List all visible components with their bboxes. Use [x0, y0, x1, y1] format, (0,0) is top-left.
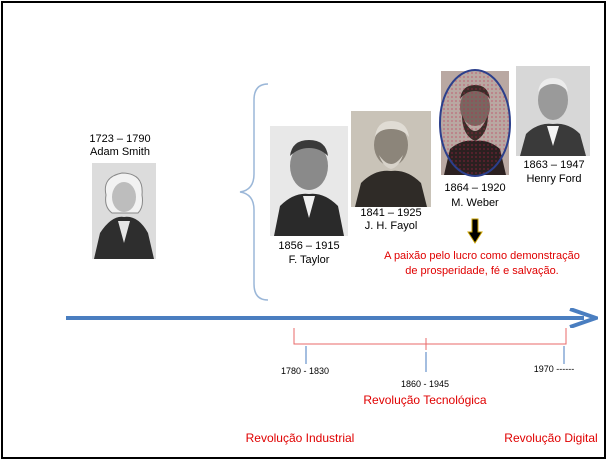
- fayol-years: 1841 – 1925: [360, 207, 422, 219]
- ford-years: 1863 – 1947: [523, 159, 585, 171]
- period-brace: [239, 83, 269, 301]
- revolucao-digital-label: Revolução Digital: [504, 431, 598, 445]
- adam-smith-years: 1723 – 1790: [89, 133, 151, 145]
- taylor-name: F. Taylor: [288, 254, 330, 266]
- weber-name: M. Weber: [451, 197, 499, 209]
- down-arrow-icon: [467, 218, 483, 244]
- ford-name: Henry Ford: [526, 173, 582, 185]
- portrait-henry-ford-icon: [516, 66, 590, 156]
- portrait-henri-fayol-icon: [351, 111, 431, 207]
- tick-label-1860: 1860 - 1945: [400, 379, 450, 389]
- fayol-name: J. H. Fayol: [364, 220, 418, 232]
- adam-smith-name: Adam Smith: [90, 146, 150, 158]
- revolucao-industrial-label: Revolução Industrial: [245, 431, 355, 445]
- weber-note-line-2: de prosperidade, fé e salvação.: [405, 265, 559, 277]
- portrait-max-weber-icon: [439, 69, 511, 177]
- period-bracket: [293, 328, 567, 372]
- revolucao-tecnologica-label: Revolução Tecnológica: [363, 393, 487, 407]
- timeline-arrow: [66, 308, 598, 328]
- weber-years: 1864 – 1920: [444, 182, 506, 194]
- portrait-adam-smith-icon: [92, 163, 156, 259]
- tick-label-1780: 1780 - 1830: [280, 366, 330, 376]
- taylor-years: 1856 – 1915: [278, 240, 340, 252]
- tick-label-1970: 1970 ------: [533, 364, 575, 374]
- weber-note-line-1: A paixão pelo lucro como demonstração: [384, 250, 580, 262]
- portrait-frederick-taylor-icon: [270, 126, 348, 236]
